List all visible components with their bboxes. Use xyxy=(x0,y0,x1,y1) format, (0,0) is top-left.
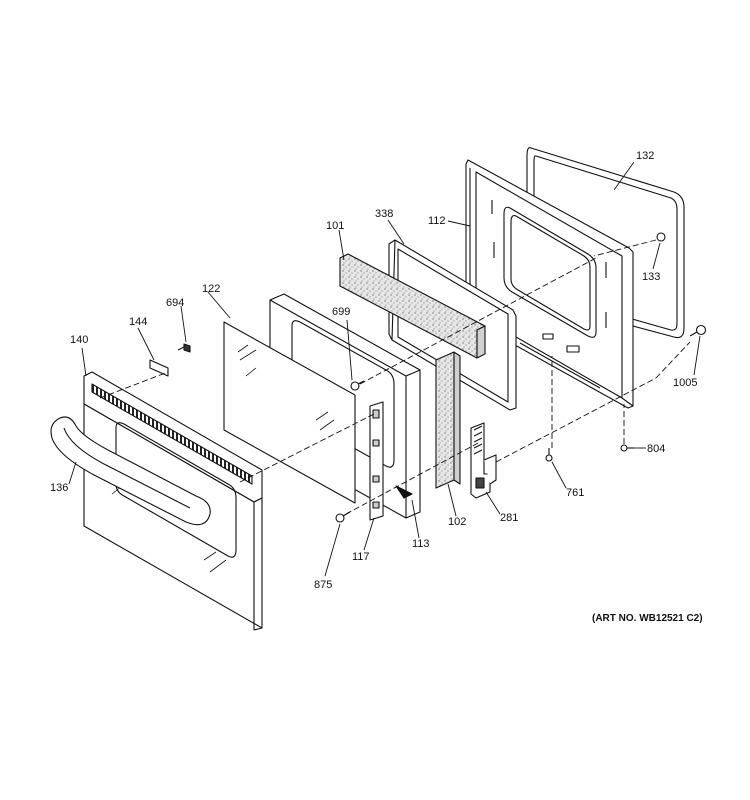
art-number: (ART NO. WB12521 C2) xyxy=(592,613,703,624)
inner-door-panel-112 xyxy=(465,159,634,409)
door-gasket-132 xyxy=(526,147,685,339)
label-113: 113 xyxy=(412,538,430,550)
label-338: 338 xyxy=(375,208,394,220)
screw-875 xyxy=(335,511,351,523)
label-102: 102 xyxy=(448,516,467,528)
door-handle-136 xyxy=(50,416,211,526)
screw-694 xyxy=(177,343,191,353)
insulation-102 xyxy=(435,351,461,489)
outer-door-panel xyxy=(83,403,263,631)
label-117: 117 xyxy=(352,551,370,563)
label-699: 699 xyxy=(332,306,351,318)
label-281: 281 xyxy=(500,512,519,524)
hinge-281 xyxy=(470,422,497,499)
label-1005: 1005 xyxy=(673,377,698,389)
label-133: 133 xyxy=(642,271,661,283)
bumper-133 xyxy=(656,232,666,242)
label-694: 694 xyxy=(166,297,185,309)
label-140: 140 xyxy=(70,334,89,346)
label-144: 144 xyxy=(129,316,148,328)
screw-804 xyxy=(620,444,634,452)
screw-761 xyxy=(545,448,553,462)
hinge-strap-117 xyxy=(369,401,384,521)
label-101: 101 xyxy=(326,220,345,232)
vent-trim-140 xyxy=(83,371,263,503)
screw-699 xyxy=(350,380,365,391)
label-804: 804 xyxy=(647,443,666,455)
label-761: 761 xyxy=(566,487,585,499)
screw-1005 xyxy=(689,324,707,337)
glass-panel-122 xyxy=(223,321,356,504)
label-112: 112 xyxy=(428,215,446,227)
bracket-144 xyxy=(149,359,169,377)
label-132: 132 xyxy=(636,150,655,162)
label-122: 122 xyxy=(202,283,221,295)
label-136: 136 xyxy=(50,482,69,494)
leader-lines xyxy=(68,161,701,577)
assembly-lines xyxy=(99,239,691,515)
label-875: 875 xyxy=(314,579,333,591)
